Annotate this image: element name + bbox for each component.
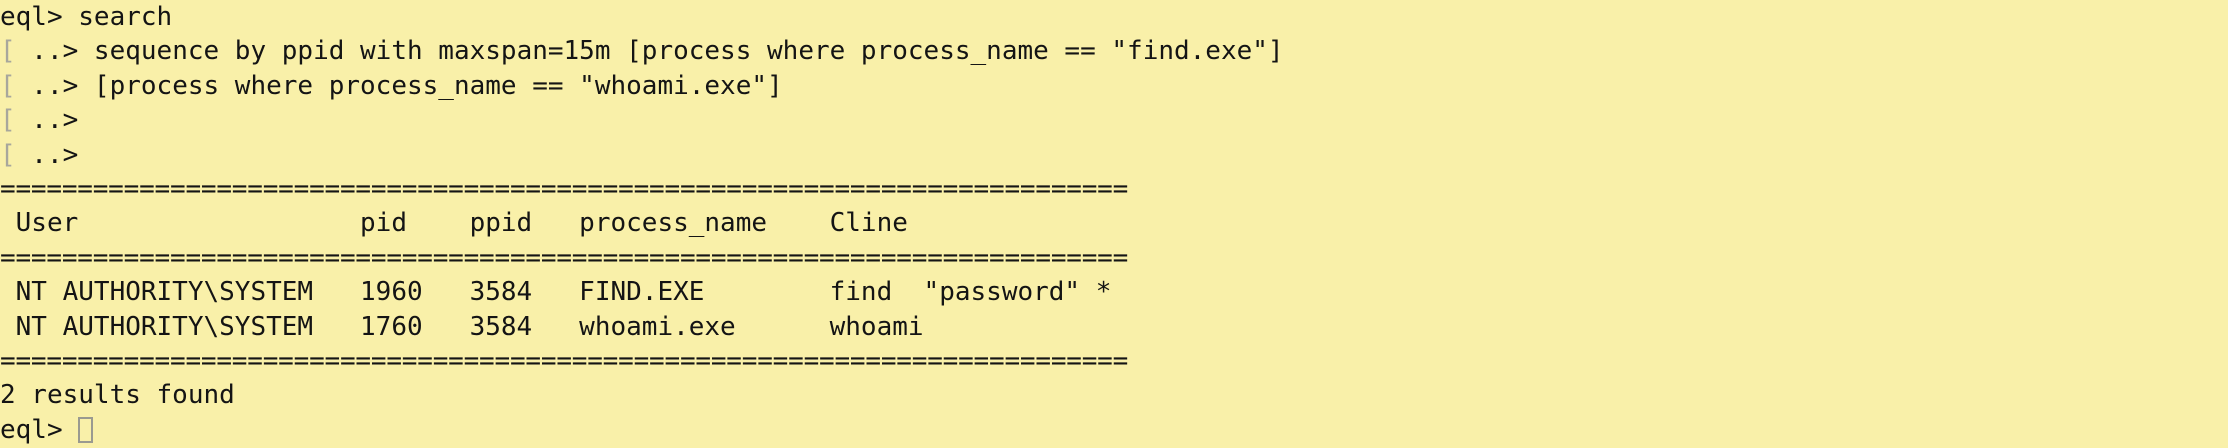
query-line-5: [ ..> (0, 138, 2228, 172)
text-cursor[interactable] (78, 416, 94, 443)
query-line-1: eql> search (0, 0, 2228, 34)
gutter-bracket-icon: [ (0, 105, 16, 136)
query-line-3-text: ..> [process where process_name == "whoa… (15, 70, 783, 101)
prompt-label: eql> (0, 414, 79, 445)
gutter-bracket-icon: [ (0, 36, 16, 67)
table-row: NT AUTHORITY\SYSTEM 1760 3584 whoami.exe… (0, 311, 924, 342)
query-line-1-text: eql> search (0, 2, 173, 32)
table-row: NT AUTHORITY\SYSTEM 1960 3584 FIND.EXE f… (0, 277, 1112, 308)
query-line-2-text: ..> sequence by ppid with maxspan=15m [p… (15, 36, 1284, 67)
query-line-5-text: ..> (15, 139, 79, 170)
query-line-4: [ ..> (0, 103, 2228, 137)
results-rule-mid: ========================================… (0, 242, 1129, 273)
results-rule-top: ========================================… (0, 173, 1129, 204)
results-table-header: User pid ppid process_name Cline (0, 208, 908, 239)
gutter-bracket-icon: [ (0, 139, 16, 170)
gutter-bracket-icon: [ (0, 70, 16, 101)
footer-prompt-line[interactable]: eql> (0, 413, 2228, 447)
query-line-4-text: ..> (15, 105, 79, 136)
query-line-2: [ ..> sequence by ppid with maxspan=15m … (0, 34, 2228, 68)
results-rule-bottom: ========================================… (0, 345, 1129, 376)
results-status: 2 results found (0, 380, 235, 411)
query-line-3: [ ..> [process where process_name == "wh… (0, 69, 2228, 103)
